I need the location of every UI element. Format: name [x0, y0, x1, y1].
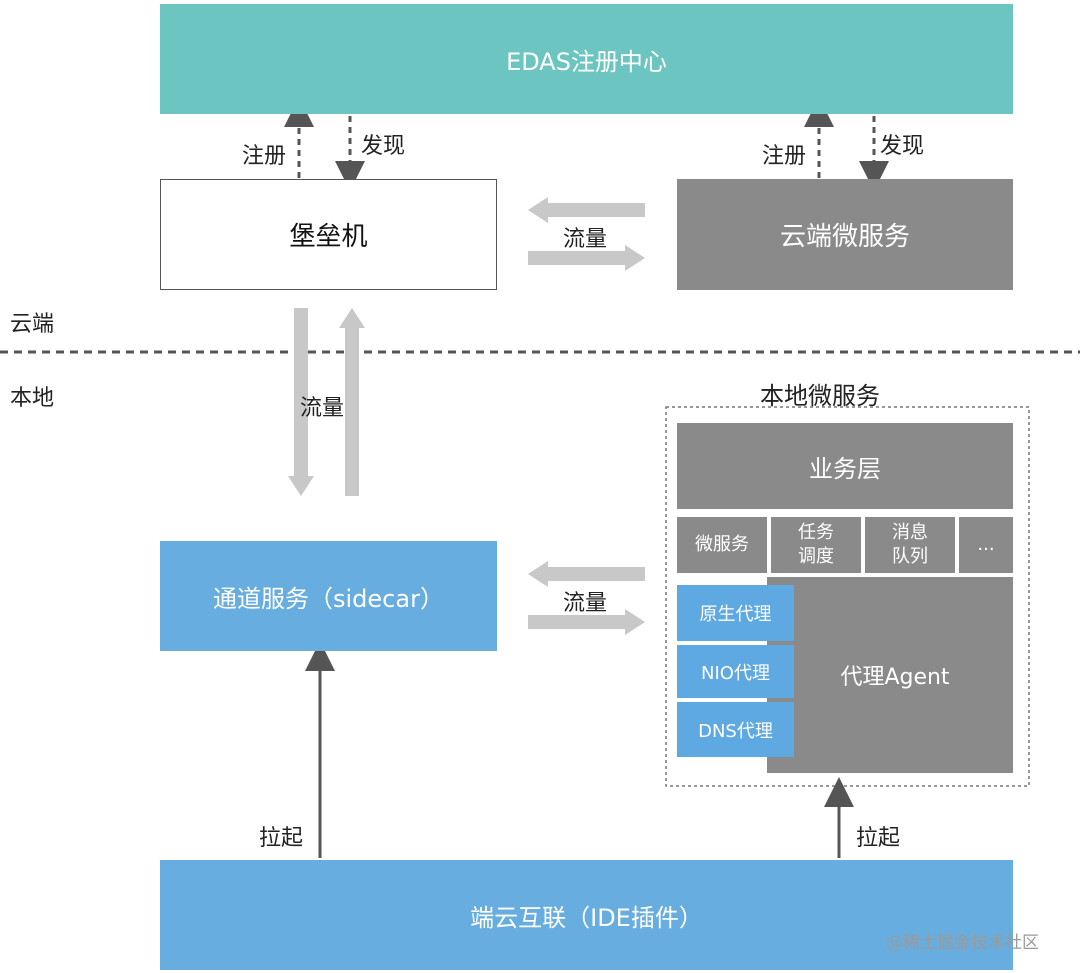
- ide-plugin-box: 端云互联（IDE插件）: [160, 860, 1013, 970]
- bastion-label: 堡垒机: [289, 222, 368, 252]
- component-label: 任务 调度: [798, 522, 834, 567]
- business-layer-label: 业务层: [809, 454, 881, 483]
- agent-box: 代理Agent: [767, 577, 1013, 773]
- edas-registry-label: EDAS注册中心: [506, 47, 667, 76]
- traffic-arrow-left-top: [528, 197, 645, 223]
- traffic-arrow-up: [339, 308, 365, 496]
- agent-label: 代理Agent: [840, 665, 950, 690]
- traffic-label-mid: 流量: [563, 591, 608, 616]
- zone-label-cloud: 云端: [10, 312, 55, 337]
- proxy-label: DNS代理: [698, 720, 773, 742]
- cloud-microservice-box: 云端微服务: [677, 179, 1013, 290]
- launch-label-left: 拉起: [259, 826, 304, 851]
- component-label: ...: [977, 534, 995, 555]
- discover-label-right: 发现: [880, 134, 925, 159]
- traffic-label-vertical: 流量: [300, 396, 345, 421]
- local-group-border: [665, 406, 1030, 787]
- component-more: ...: [959, 517, 1013, 573]
- watermark: @稀土掘金技术社区: [886, 933, 1039, 953]
- proxy-label: 原生代理: [699, 604, 772, 625]
- component-label: 消息 队列: [892, 522, 928, 567]
- cloud-microservice-label: 云端微服务: [779, 222, 910, 252]
- traffic-label-top: 流量: [563, 227, 608, 252]
- proxy-native: 原生代理: [677, 585, 794, 641]
- proxy-label: NIO代理: [701, 662, 770, 684]
- register-label-right: 注册: [762, 144, 807, 169]
- component-task-scheduling: 任务 调度: [771, 517, 861, 573]
- register-label-left: 注册: [242, 144, 287, 169]
- component-message-queue: 消息 队列: [865, 517, 955, 573]
- traffic-arrow-right-top: [528, 245, 645, 271]
- zone-label-local: 本地: [10, 386, 55, 411]
- launch-label-right: 拉起: [856, 826, 901, 851]
- ide-plugin-label: 端云互联（IDE插件）: [470, 903, 703, 932]
- discover-label-left: 发现: [361, 134, 406, 159]
- sidecar-label: 通道服务（sidecar）: [213, 584, 444, 613]
- component-label: 微服务: [695, 534, 749, 555]
- sidecar-box: 通道服务（sidecar）: [160, 541, 497, 651]
- local-group-title: 本地微服务: [760, 382, 880, 410]
- business-layer-box: 业务层: [677, 423, 1013, 509]
- traffic-arrow-right-mid: [528, 609, 645, 635]
- traffic-arrow-left-mid: [528, 561, 645, 587]
- bastion-box: 堡垒机: [160, 179, 497, 290]
- component-microservice: 微服务: [677, 517, 767, 573]
- edas-registry-box: EDAS注册中心: [160, 4, 1013, 114]
- traffic-arrow-down: [288, 308, 314, 496]
- proxy-nio: NIO代理: [677, 645, 794, 698]
- proxy-dns: DNS代理: [677, 702, 794, 757]
